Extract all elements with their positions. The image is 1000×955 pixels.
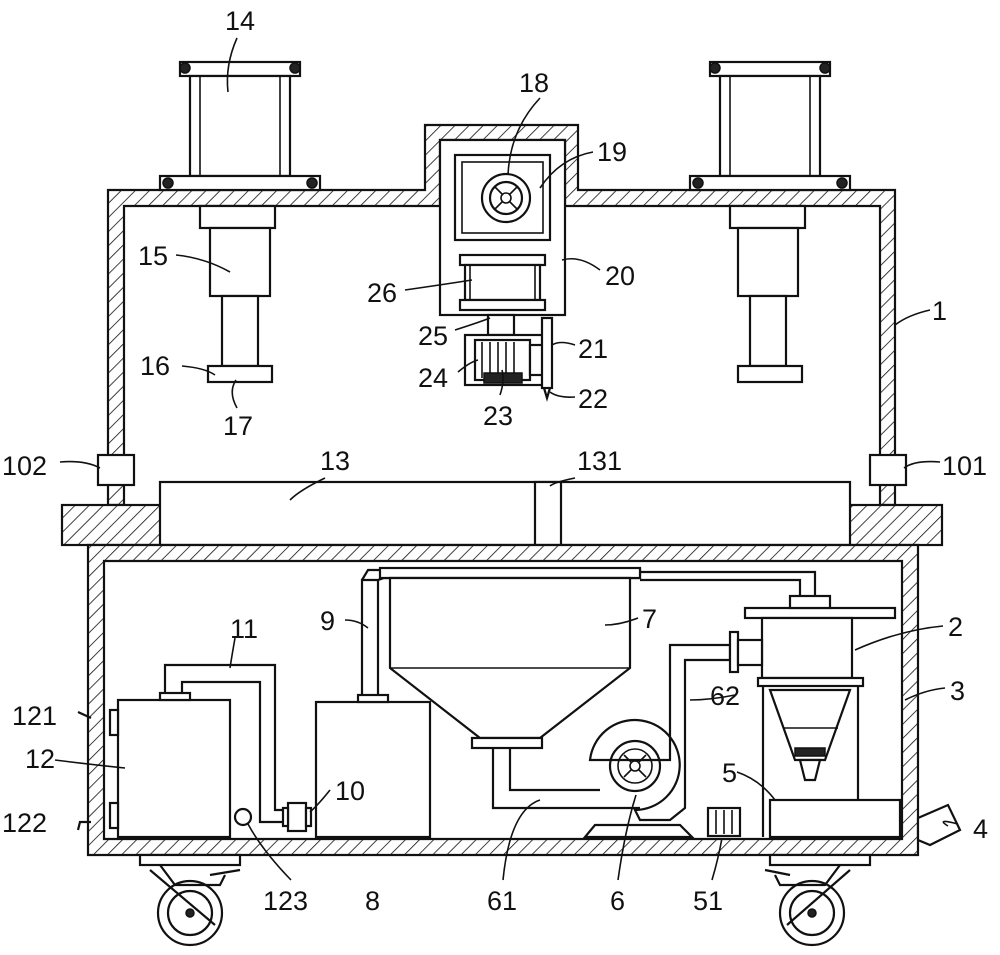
label-122: 122 — [2, 808, 47, 838]
leader-lines — [54, 37, 959, 881]
lower-cabinet — [86, 543, 920, 857]
label-121: 121 — [12, 701, 57, 731]
label-19: 19 — [597, 137, 627, 167]
label-123: 123 — [263, 886, 308, 916]
label-18: 18 — [519, 68, 549, 98]
label-10: 10 — [335, 776, 365, 806]
motor-assembly — [463, 313, 554, 402]
fan-housing — [438, 138, 567, 317]
label-62: 62 — [710, 681, 740, 711]
label-16: 16 — [140, 351, 170, 381]
label-101: 101 — [942, 451, 987, 481]
label-6: 6 — [610, 886, 625, 916]
label-9: 9 — [320, 606, 335, 636]
label-13: 13 — [320, 446, 350, 476]
label-21: 21 — [578, 334, 608, 364]
cylinder-right — [688, 60, 852, 192]
separator-2 — [706, 594, 962, 847]
label-51: 51 — [693, 886, 723, 916]
upper-frame — [96, 123, 908, 507]
label-25: 25 — [418, 321, 448, 351]
label-7: 7 — [642, 604, 657, 634]
label-102: 102 — [2, 451, 47, 481]
label-131: 131 — [577, 446, 622, 476]
sensor-101 — [868, 453, 908, 487]
label-17: 17 — [223, 411, 253, 441]
fan-icon — [480, 172, 532, 224]
tank-12 — [76, 691, 253, 839]
label-24: 24 — [418, 363, 448, 393]
label-26: 26 — [367, 278, 397, 308]
reference-labels: 14 15 16 17 18 19 20 26 25 21 24 22 23 1… — [2, 6, 988, 916]
sensor-102 — [96, 453, 136, 487]
label-12: 12 — [25, 744, 55, 774]
piston-left — [198, 204, 277, 384]
hopper-7 — [378, 566, 817, 750]
label-23: 23 — [483, 401, 513, 431]
label-15: 15 — [138, 241, 168, 271]
workbench — [60, 480, 944, 547]
pipe-11 — [163, 663, 313, 833]
label-11: 11 — [230, 614, 258, 644]
label-8: 8 — [365, 886, 380, 916]
cylinder-left — [158, 60, 322, 192]
label-4: 4 — [973, 814, 988, 844]
label-14: 14 — [225, 6, 255, 36]
label-3: 3 — [950, 676, 965, 706]
label-61: 61 — [487, 886, 517, 916]
blower-icon — [608, 739, 662, 793]
wheel-left — [138, 853, 242, 947]
label-20: 20 — [605, 261, 635, 291]
blower-6 — [491, 630, 740, 839]
label-5: 5 — [722, 758, 737, 788]
label-2: 2 — [948, 612, 963, 642]
piston-right — [728, 204, 807, 384]
wheel-right — [764, 853, 872, 947]
label-1: 1 — [932, 296, 947, 326]
label-22: 22 — [578, 384, 608, 414]
